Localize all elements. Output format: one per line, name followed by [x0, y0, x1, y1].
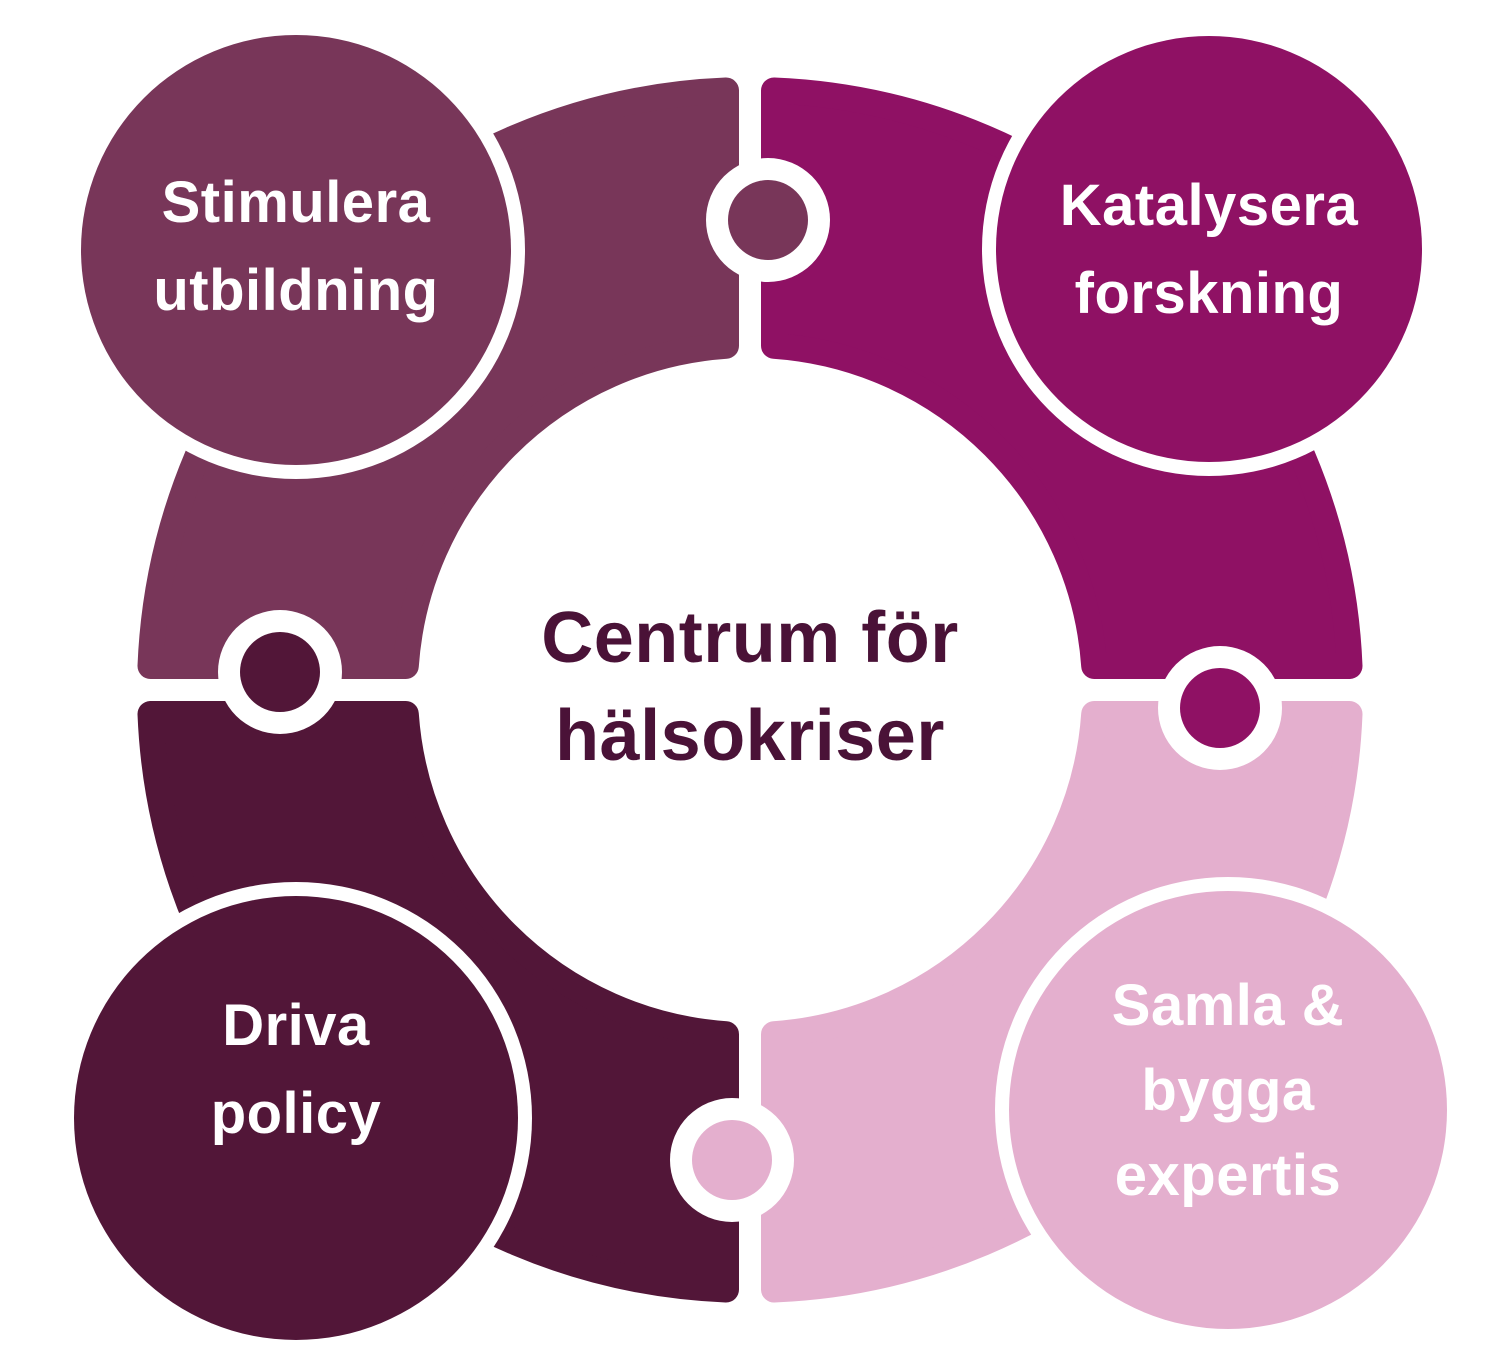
puzzle-knob-east [1180, 668, 1260, 748]
puzzle-knob-south [692, 1120, 772, 1200]
label-samla-line3: expertis [1115, 1143, 1341, 1208]
label-driva-line2: policy [211, 1081, 382, 1146]
label-stimulera-line1: Stimulera [162, 170, 431, 235]
puzzle-knobs [240, 180, 1260, 1200]
puzzle-knob-north [728, 180, 808, 260]
center-title: Centrum för hälsokriser [541, 598, 959, 776]
circle-katalysera-forskning [996, 36, 1422, 462]
label-samla-line2: bygga [1141, 1058, 1315, 1123]
center-title-line1: Centrum för [541, 598, 959, 678]
corner-circles [60, 21, 1461, 1354]
label-driva-line1: Driva [222, 993, 370, 1058]
corner-labels: Stimulera utbildning Katalysera forsknin… [153, 170, 1358, 1208]
circle-samla-bygga-expertis [1009, 891, 1447, 1329]
circle-driva-policy [74, 896, 518, 1340]
center-title-line2: hälsokriser [555, 696, 945, 776]
label-katalysera-line2: forskning [1075, 261, 1344, 326]
circle-stimulera-utbildning [81, 35, 511, 465]
label-katalysera-line1: Katalysera [1060, 173, 1359, 238]
label-samla-line1: Samla & [1112, 973, 1344, 1038]
label-stimulera-line2: utbildning [153, 258, 438, 323]
puzzle-knob-west [240, 632, 320, 712]
